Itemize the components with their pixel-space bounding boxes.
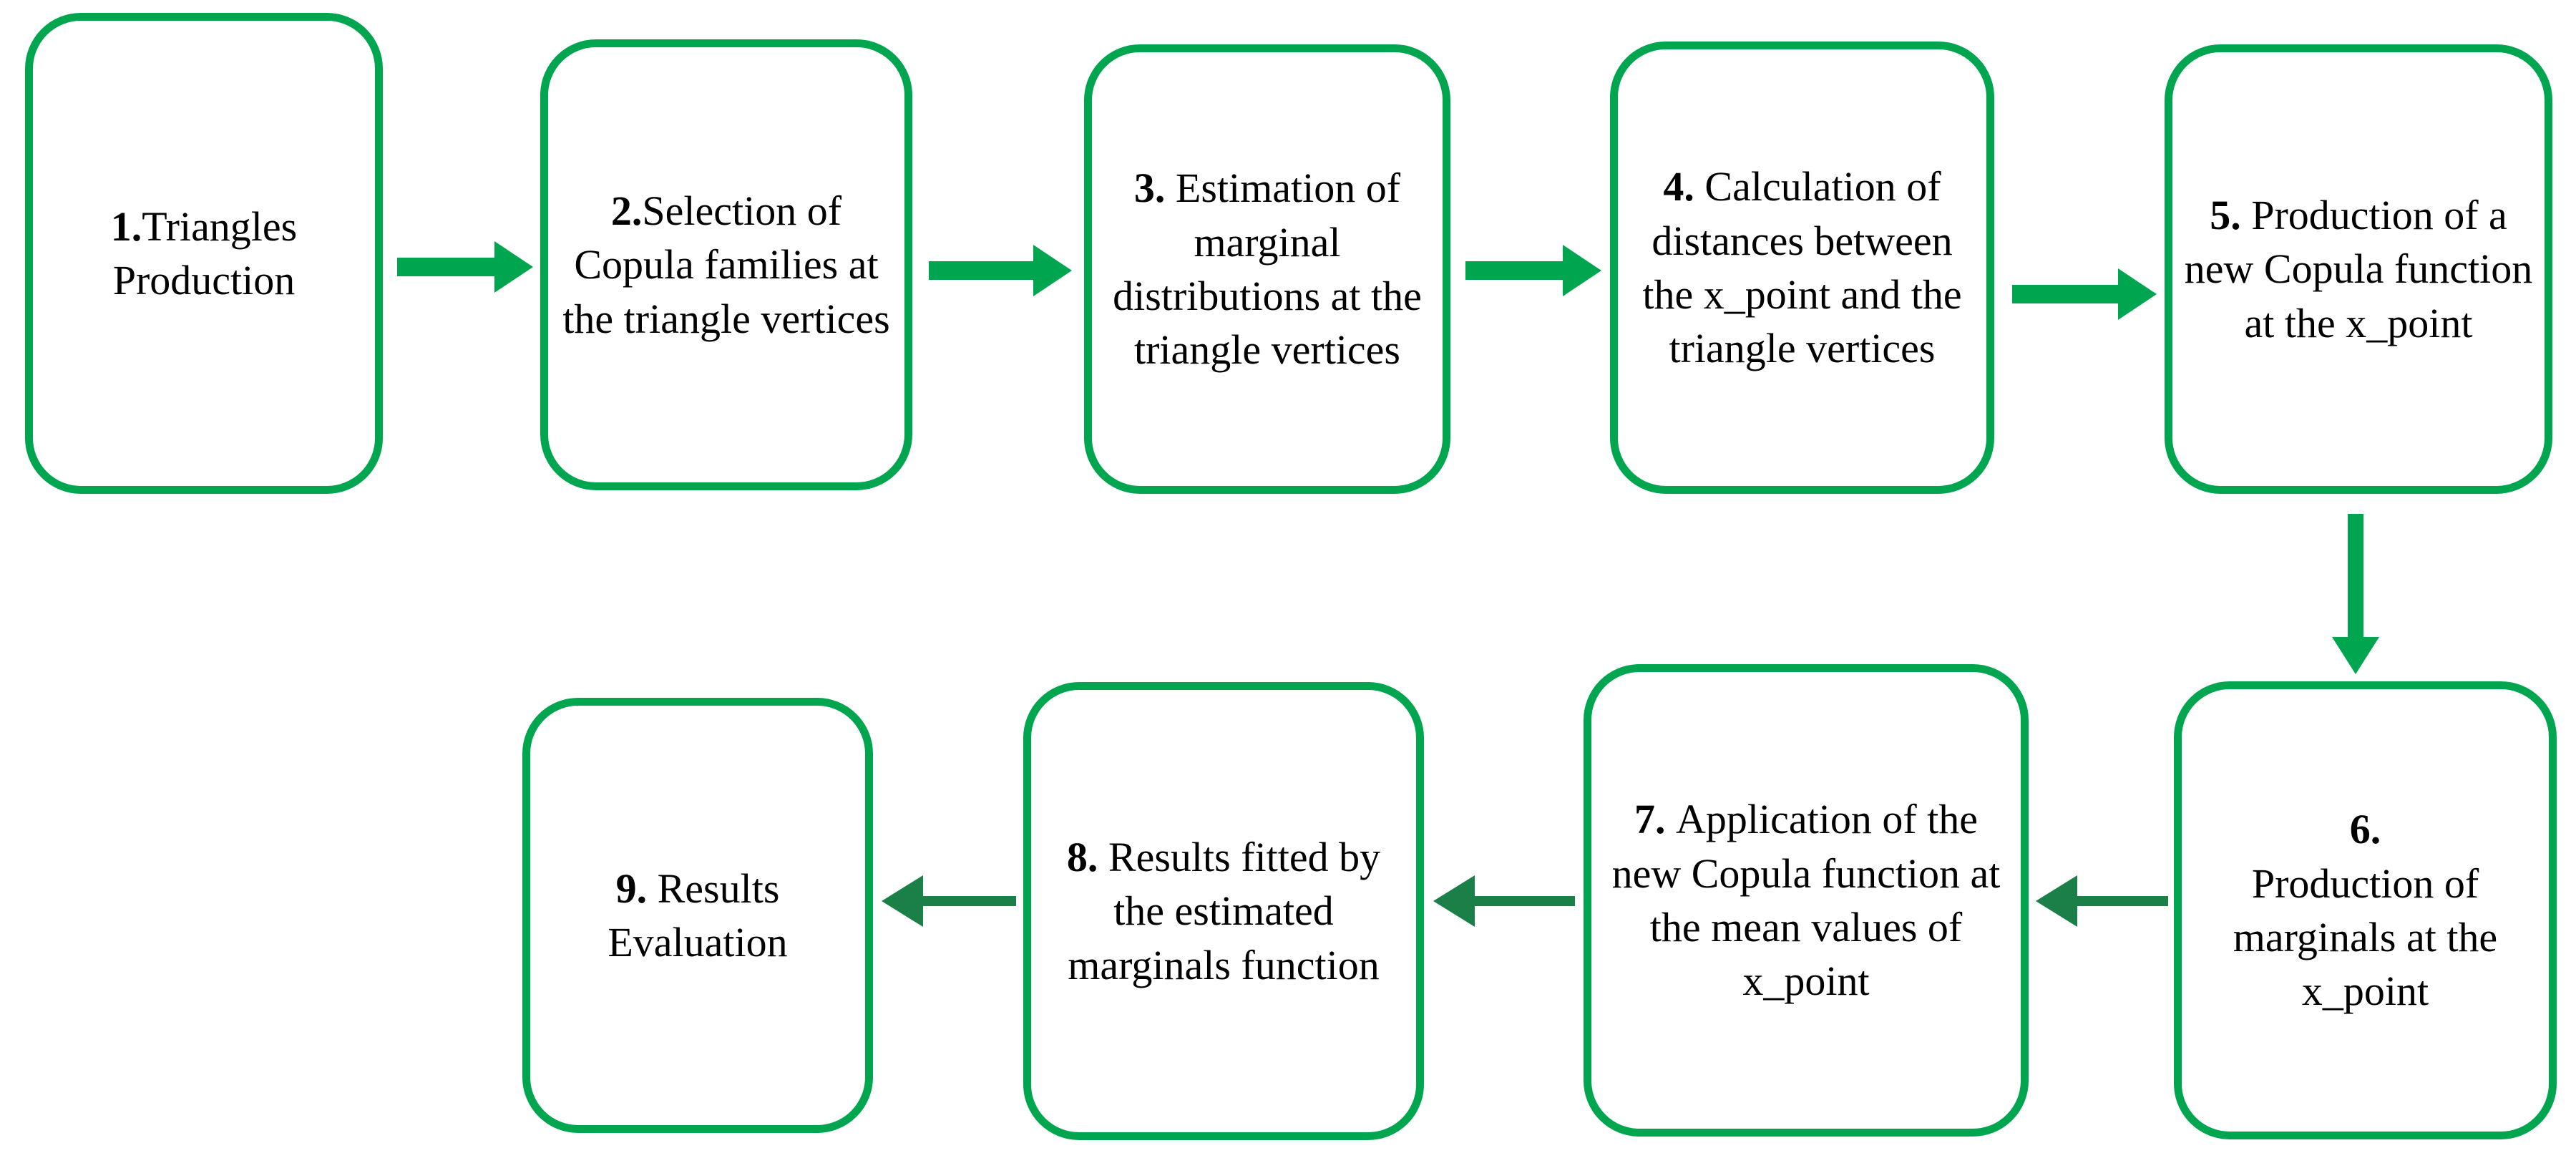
arrow-1-to-2-shaft (397, 258, 497, 276)
flow-node-6-text: Production of marginals at the x_point (2233, 860, 2498, 1015)
flow-node-3-number: 3. (1133, 165, 1166, 212)
flow-node-6-number: 6. (2349, 806, 2381, 853)
arrow-6-to-7-head (2036, 875, 2077, 927)
arrow-3-to-4-head (1563, 245, 1601, 296)
arrow-7-to-8-shaft (1472, 896, 1575, 906)
flow-node-2-text: Selection of Copula families at the tria… (562, 187, 890, 342)
flow-node-9-label: 9. Results Evaluation (540, 862, 855, 970)
arrow-2-to-3-head (1033, 245, 1072, 296)
arrow-8-to-9-shaft (920, 896, 1016, 906)
arrow-6-to-7-shaft (2073, 896, 2168, 906)
flow-node-1-label: 1.Triangles Production (43, 200, 365, 308)
arrow-7-to-8-head (1433, 875, 1475, 927)
flow-node-5-label: 5. Production of a new Copula function a… (2182, 188, 2534, 350)
flow-node-8-label: 8. Results fitted by the estimated margi… (1041, 830, 1406, 992)
flow-node-5-number: 5. (2210, 191, 2241, 238)
arrow-2-to-3-shaft (929, 261, 1036, 280)
flow-node-9-text: Results Evaluation (608, 865, 788, 965)
flow-node-9[interactable]: 9. Results Evaluation (522, 698, 873, 1133)
flow-node-4-text: Calculation of distances between the x_p… (1642, 163, 1962, 372)
arrow-8-to-9-head (882, 875, 923, 927)
flow-node-7-number: 7. (1634, 796, 1666, 843)
flow-node-1[interactable]: 1.Triangles Production (25, 13, 383, 494)
flow-node-3-text: Estimation of marginal distributions at … (1113, 165, 1422, 374)
flow-node-2-label: 2.Selection of Copula families at the tr… (558, 184, 894, 346)
flow-node-2-number: 2. (610, 187, 643, 234)
flow-node-7-text: Application of the new Copula function a… (1611, 796, 2001, 1005)
flow-node-6[interactable]: 6. Production of marginals at the x_point (2174, 681, 2557, 1139)
flow-node-6-label: 6. Production of marginals at the x_point (2192, 802, 2539, 1018)
flow-node-8[interactable]: 8. Results fitted by the estimated margi… (1023, 682, 1424, 1140)
flow-node-3-label: 3. Estimation of marginal distributions … (1102, 161, 1433, 377)
flow-node-4-label: 4. Calculation of distances between the … (1628, 160, 1976, 376)
flow-node-8-number: 8. (1066, 833, 1098, 880)
arrow-5-to-6-shaft (2348, 514, 2363, 639)
arrow-5-to-6-head (2332, 637, 2379, 674)
flow-node-4[interactable]: 4. Calculation of distances between the … (1610, 42, 1994, 494)
flow-node-7[interactable]: 7. Application of the new Copula functio… (1584, 664, 2029, 1137)
flow-node-8-text: Results fitted by the estimated marginal… (1068, 833, 1381, 988)
flow-node-5[interactable]: 5. Production of a new Copula function a… (2165, 44, 2552, 494)
flow-node-1-number: 1. (110, 203, 142, 250)
arrow-1-to-2-head (494, 241, 533, 293)
flow-node-4-number: 4. (1663, 163, 1694, 210)
arrow-4-to-5-shaft (2012, 285, 2121, 303)
flow-node-3[interactable]: 3. Estimation of marginal distributions … (1084, 44, 1450, 494)
flow-node-9-number: 9. (615, 865, 648, 912)
flow-node-5-text: Production of a new Copula function at t… (2184, 191, 2533, 346)
flow-node-7-label: 7. Application of the new Copula functio… (1601, 792, 2011, 1008)
flow-node-1-text: Triangles Production (112, 203, 298, 303)
arrow-3-to-4-shaft (1465, 261, 1566, 280)
arrow-4-to-5-head (2118, 268, 2157, 320)
flow-node-2[interactable]: 2.Selection of Copula families at the tr… (540, 39, 912, 490)
